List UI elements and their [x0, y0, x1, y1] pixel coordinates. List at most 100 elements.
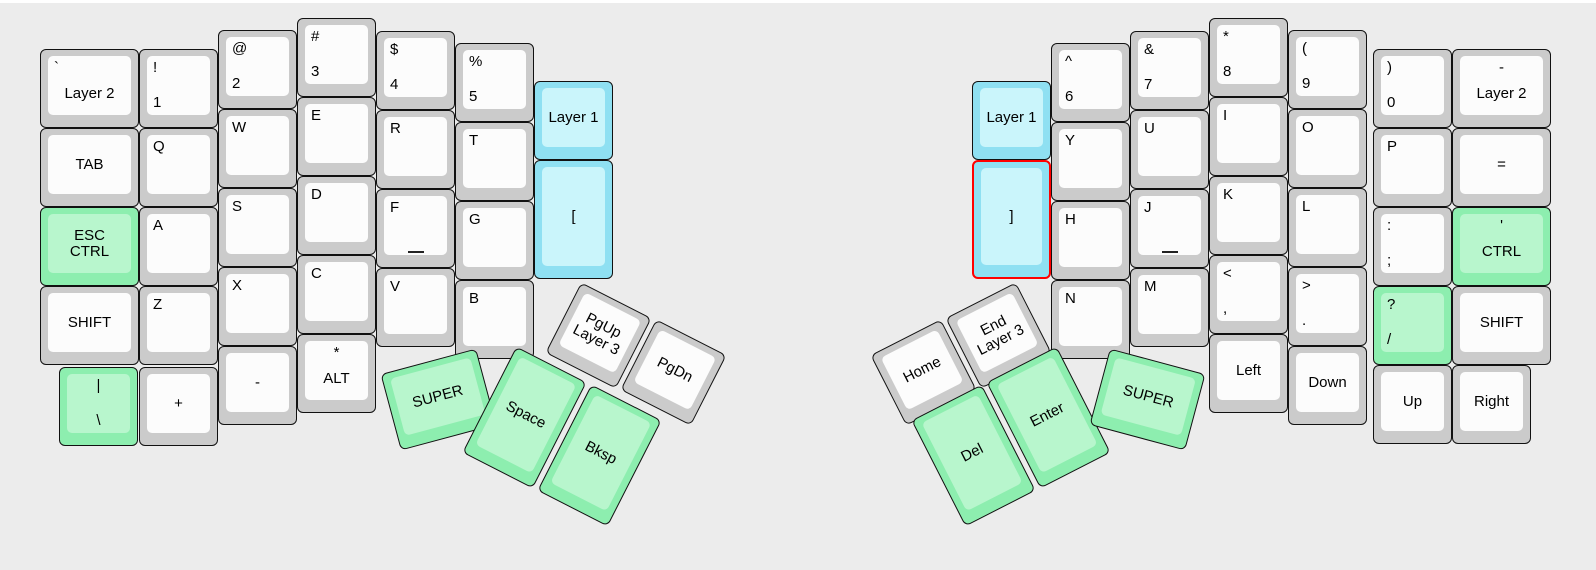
key-face [1460, 214, 1543, 273]
key-r-c3-r3[interactable]: <, [1209, 255, 1288, 334]
key-face [463, 208, 526, 267]
key-face [463, 287, 526, 346]
key-face [390, 357, 486, 436]
key-l-c6-r1[interactable]: [ [534, 160, 613, 279]
key-l-c1-r1[interactable]: Q [139, 128, 218, 207]
key-r-c6-r3[interactable]: SHIFT [1452, 286, 1551, 365]
key-l-c4-r2[interactable]: F [376, 189, 455, 268]
key-r-c6-r0[interactable]: -Layer 2 [1452, 49, 1551, 128]
key-face [226, 353, 289, 412]
key-l-c2-r4[interactable]: - [218, 346, 297, 425]
key-l-c5-r2[interactable]: G [455, 201, 534, 280]
key-l-c2-r2[interactable]: S [218, 188, 297, 267]
key-face [147, 293, 210, 352]
key-face [542, 88, 605, 147]
key-l-c0-r1[interactable]: TAB [40, 128, 139, 207]
key-face [1381, 135, 1444, 194]
key-l-c2-r0[interactable]: @2 [218, 30, 297, 109]
key-l-c3-r1[interactable]: E [297, 97, 376, 176]
key-l-c5-r3[interactable]: B [455, 280, 534, 359]
key-face [305, 183, 368, 242]
key-face [1217, 25, 1280, 84]
key-face [48, 293, 131, 352]
key-l-c3-r0[interactable]: #3 [297, 18, 376, 97]
key-r-c1-r0[interactable]: ^6 [1051, 43, 1130, 122]
key-r-c2-r3[interactable]: M [1130, 268, 1209, 347]
homing-bar-icon [407, 251, 424, 253]
key-face [1296, 37, 1359, 96]
key-face [1460, 56, 1543, 115]
key-l-c0-r0[interactable]: `Layer 2 [40, 49, 139, 128]
key-l-c1-r3[interactable]: Z [139, 286, 218, 365]
key-face [542, 167, 605, 266]
key-l-c4-r0[interactable]: $4 [376, 31, 455, 110]
key-r-c4-r1[interactable]: O [1288, 109, 1367, 188]
key-face [384, 275, 447, 334]
key-face [48, 135, 131, 194]
key-r-c1-r3[interactable]: N [1051, 280, 1130, 359]
key-face [226, 274, 289, 333]
key-r-c6-r4[interactable]: Right [1452, 365, 1531, 444]
key-face [1138, 275, 1201, 334]
key-r-c5-r0[interactable]: )0 [1373, 49, 1452, 128]
key-l-c0-r2[interactable]: ESC CTRL [40, 207, 139, 286]
key-face [1138, 196, 1201, 255]
key-r-c5-r3[interactable]: ?/ [1373, 286, 1452, 365]
key-face [1059, 50, 1122, 109]
key-r-c5-r4[interactable]: Up [1373, 365, 1452, 444]
key-l-c4-r3[interactable]: V [376, 268, 455, 347]
key-r-c4-r3[interactable]: >. [1288, 267, 1367, 346]
key-r-c3-r1[interactable]: I [1209, 97, 1288, 176]
key-face [1460, 135, 1543, 194]
key-r-c3-r2[interactable]: K [1209, 176, 1288, 255]
key-face [305, 262, 368, 321]
key-r-c3-r0[interactable]: *8 [1209, 18, 1288, 97]
key-l-c3-r2[interactable]: D [297, 176, 376, 255]
key-r-c5-r2[interactable]: :; [1373, 207, 1452, 286]
key-r-c4-r0[interactable]: (9 [1288, 30, 1367, 109]
key-r-c6-r1[interactable]: = [1452, 128, 1551, 207]
key-l-c2-r3[interactable]: X [218, 267, 297, 346]
key-r-c2-r0[interactable]: &7 [1130, 31, 1209, 110]
key-l-c3-r4[interactable]: *ALT [297, 334, 376, 413]
key-l-c1-r2[interactable]: A [139, 207, 218, 286]
key-l-c6-r0[interactable]: Layer 1 [534, 81, 613, 160]
key-l-c1-r0[interactable]: !1 [139, 49, 218, 128]
homing-bar-icon [1161, 251, 1178, 253]
key-r-thumb-super[interactable]: SUPER [1089, 348, 1206, 451]
key-r-c2-r2[interactable]: J [1130, 189, 1209, 268]
key-face [147, 374, 210, 433]
key-face [1217, 341, 1280, 400]
key-r-c3-r4[interactable]: Left [1209, 334, 1288, 413]
key-face [384, 38, 447, 97]
key-l-c5-r1[interactable]: T [455, 122, 534, 201]
key-l-c2-r1[interactable]: W [218, 109, 297, 188]
key-face [384, 196, 447, 255]
key-face [1296, 195, 1359, 254]
key-face [384, 117, 447, 176]
key-l-c1-r4[interactable]: + [139, 367, 218, 446]
key-r-c5-r1[interactable]: P [1373, 128, 1452, 207]
key-l-c3-r3[interactable]: C [297, 255, 376, 334]
key-face [147, 135, 210, 194]
key-r-c4-r2[interactable]: L [1288, 188, 1367, 267]
key-l-c5-r0[interactable]: %5 [455, 43, 534, 122]
key-r-c6-r2[interactable]: 'CTRL [1452, 207, 1551, 286]
key-face [1460, 372, 1523, 431]
key-face [1217, 262, 1280, 321]
key-face [558, 292, 642, 374]
key-face [980, 88, 1043, 147]
key-r-c1-r2[interactable]: H [1051, 201, 1130, 280]
key-face [48, 56, 131, 115]
key-r-c0-r1[interactable]: ] [972, 160, 1051, 279]
key-l-c0-r4[interactable]: |\ [59, 367, 138, 446]
key-r-c2-r1[interactable]: U [1130, 110, 1209, 189]
key-face [305, 341, 368, 400]
key-l-c0-r3[interactable]: SHIFT [40, 286, 139, 365]
key-r-c1-r1[interactable]: Y [1051, 122, 1130, 201]
key-r-c0-r0[interactable]: Layer 1 [972, 81, 1051, 160]
key-r-c4-r4[interactable]: Down [1288, 346, 1367, 425]
key-l-c4-r1[interactable]: R [376, 110, 455, 189]
key-face [463, 50, 526, 109]
key-face [1381, 56, 1444, 115]
